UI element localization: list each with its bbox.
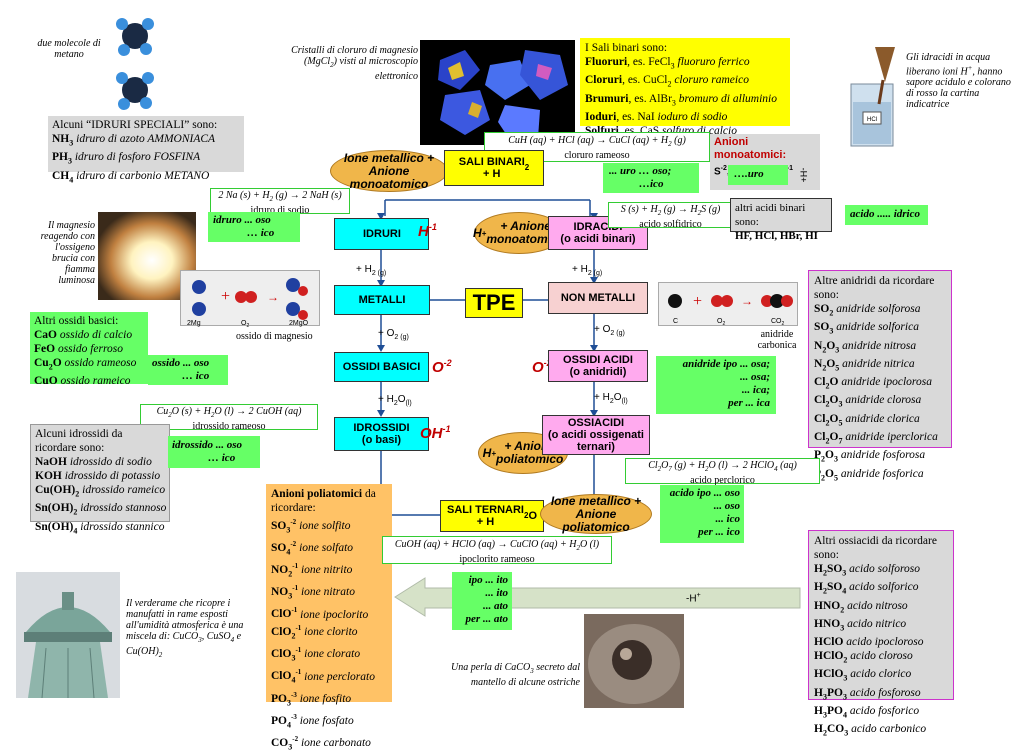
equation-cl2o7-name: acido perclorico xyxy=(690,475,755,486)
anidride-suffix-box: anidride ipo ... osa;... osa;... ica;per… xyxy=(656,356,776,414)
h-minus-badge: H-1 xyxy=(418,222,437,240)
idruri-speciali-box: Alcuni “IDRURI SPECIALI” sono: NH3 idrur… xyxy=(48,116,244,184)
c-label: C xyxy=(673,318,678,325)
idruro-oso-ico-box: idruro ... oso… ico xyxy=(208,212,300,242)
idruri-speciali-title: Alcuni “IDRURI SPECIALI” sono: xyxy=(52,119,218,131)
svg-text:→: → xyxy=(267,290,279,304)
non-metalli-node: NON METALLI xyxy=(548,282,648,314)
svg-text:O2: O2 xyxy=(241,320,249,327)
idrossido-oso-ico-box: idrossido ... oso… ico xyxy=(168,436,260,468)
plus-h2o-left-label: + H2O(l) xyxy=(378,394,412,407)
ossido-magnesio-caption: ossido di magnesio xyxy=(236,331,313,342)
mg-label: 2Mg xyxy=(187,320,201,327)
tpe-node: TPE xyxy=(465,288,523,318)
equation-cuoh: CuOH (aq) + HClO (aq) → CuClO (aq) + H2O… xyxy=(382,536,612,565)
ossidi-basici-node: OSSIDI BASICI xyxy=(334,352,429,382)
anidride-carbonica-caption: anidride carbonica xyxy=(757,329,797,351)
minus-h-vertical-label: -H+ xyxy=(798,167,809,183)
svg-text:HCl: HCl xyxy=(867,117,877,123)
magnesium-flame-image xyxy=(98,212,196,300)
mgcl2-caption: Cristalli di cloruro di magnesio (MgCl2)… xyxy=(291,45,418,82)
equation-na: 2 Na (s) + H2 (g) → 2 NaH (s) idruro di … xyxy=(210,188,350,216)
equation-na-name: idruro di sodio xyxy=(250,205,310,216)
ione-metallico-anione-monoatomico-node: Ione metallico + Anione monoatomico xyxy=(330,150,448,192)
ossidi-basici-list-box: Altri ossidi basici: CaO ossido di calci… xyxy=(30,312,148,387)
magnesio-fiamma-caption: Il magnesio reagendo con l'ossigeno bruc… xyxy=(40,220,95,286)
mgo-label: 2MgO xyxy=(289,320,309,327)
acido-idrico-box: acido ..... idrico xyxy=(845,205,928,225)
equation-cuh-name: cloruro rameoso xyxy=(564,150,630,161)
idrossidi-node: IDROSSIDI(o basi) xyxy=(334,417,429,451)
oh-minus-badge: OH-1 xyxy=(420,424,451,442)
metalli-node: METALLI xyxy=(334,285,430,315)
sali-binari-info-box: I Sali binari sono: Fluoruri, es. FeCl3 … xyxy=(580,38,790,137)
equation-s: S (s) + H2 (g) → H2S (g) acido solfidric… xyxy=(608,202,733,230)
mg-reaction-image: + → 2Mg O2 2MgO xyxy=(180,270,320,329)
methane-molecules-image xyxy=(116,18,154,110)
ossidi-acidi-node: OSSIDI ACIDI(o anidridi) xyxy=(548,350,648,382)
idruri-node: IDRURI xyxy=(334,218,429,250)
plus-o2-left-label: + O2 (g) xyxy=(378,328,409,341)
ch4-name: idruro di carbonio METANO xyxy=(76,169,210,182)
ione-metallico-anione-poliatomico-node: Ione metallico + Anione poliatomico xyxy=(540,494,652,534)
equation-cl2o7: Cl2O7 (g) + H2O (l) → 2 HClO4 (aq) acido… xyxy=(625,458,820,486)
ossido-oso-ico-box: ossido ... oso… ico xyxy=(148,355,228,385)
idracidi-caption: Gli idracidi in acqua liberano ioni H+, … xyxy=(906,52,1011,111)
pearl-oyster-image xyxy=(584,614,684,708)
uro-oso-ico-box: ... uro … oso;…ico xyxy=(603,163,699,193)
verderame-dome-image xyxy=(16,572,120,698)
svg-text:→: → xyxy=(741,294,753,308)
methane-caption: due molecole di metano xyxy=(37,38,101,60)
idracidi-node: IDRACIDI(o acidi binari) xyxy=(548,216,648,250)
svg-text:O2: O2 xyxy=(717,318,725,327)
idrossidi-list-box: Alcuni idrossidi da ricordare sono: NaOH… xyxy=(30,424,170,535)
minus-h-arrow-label: -H+ xyxy=(686,592,701,605)
anidridi-list-box: Altre anidridi da ricordare sono: SO2 an… xyxy=(808,270,952,482)
mgcl2-crystals-image xyxy=(420,40,575,145)
o2-left-badge: O-2 xyxy=(432,358,452,376)
perla-caption: Una perla di CaCO3 secreto dal mantello … xyxy=(451,662,580,688)
verderame-caption: Il verderame che ricopre i manufatti in … xyxy=(126,598,244,659)
ossiacidi-list-box: Altri ossiacidi da ricordare sono: H2SO3… xyxy=(808,530,954,738)
anioni-monoatomici-title: Anioni monoatomici: xyxy=(714,136,787,161)
ph3-name: idruro di fosforo FOSFINA xyxy=(74,151,201,164)
c-reaction-image: + → C O2 CO2 xyxy=(658,282,798,327)
plus-h2o-right-label: + H2O(l) xyxy=(594,392,628,405)
plus-o2-right-label: + O2 (g) xyxy=(594,324,625,337)
plus-h2-right-label: + H2 (g) xyxy=(572,264,603,277)
equation-s-name: acido solfidrico xyxy=(639,219,702,230)
svg-text:+: + xyxy=(221,288,230,305)
beaker-image: HCl xyxy=(850,47,895,147)
equation-cu2o-name: idrossido rameoso xyxy=(192,421,266,432)
o2-right-badge: O-2 xyxy=(532,358,552,376)
svg-text:CO2: CO2 xyxy=(771,318,785,327)
plus-h2-left-label: + H2 (g) xyxy=(356,264,387,277)
nh3-name: idruro di azoto AMMONIACA xyxy=(76,133,216,145)
svg-text:+: + xyxy=(693,293,702,310)
anioni-poliatomici-title: Anioni poliatomici xyxy=(271,488,363,500)
sali-binari-info-title: I Sali binari sono: xyxy=(585,42,668,54)
equation-cuoh-name: ipoclorito rameoso xyxy=(459,554,535,565)
uro-green-box: ….uro xyxy=(728,165,788,185)
anioni-poliatomici-box: Anioni poliatomici da ricordare: SO3-2 i… xyxy=(266,484,392,751)
altri-acidi-binari-box: altri acidi binari sono: HF, HCl, HBr, H… xyxy=(730,198,832,242)
